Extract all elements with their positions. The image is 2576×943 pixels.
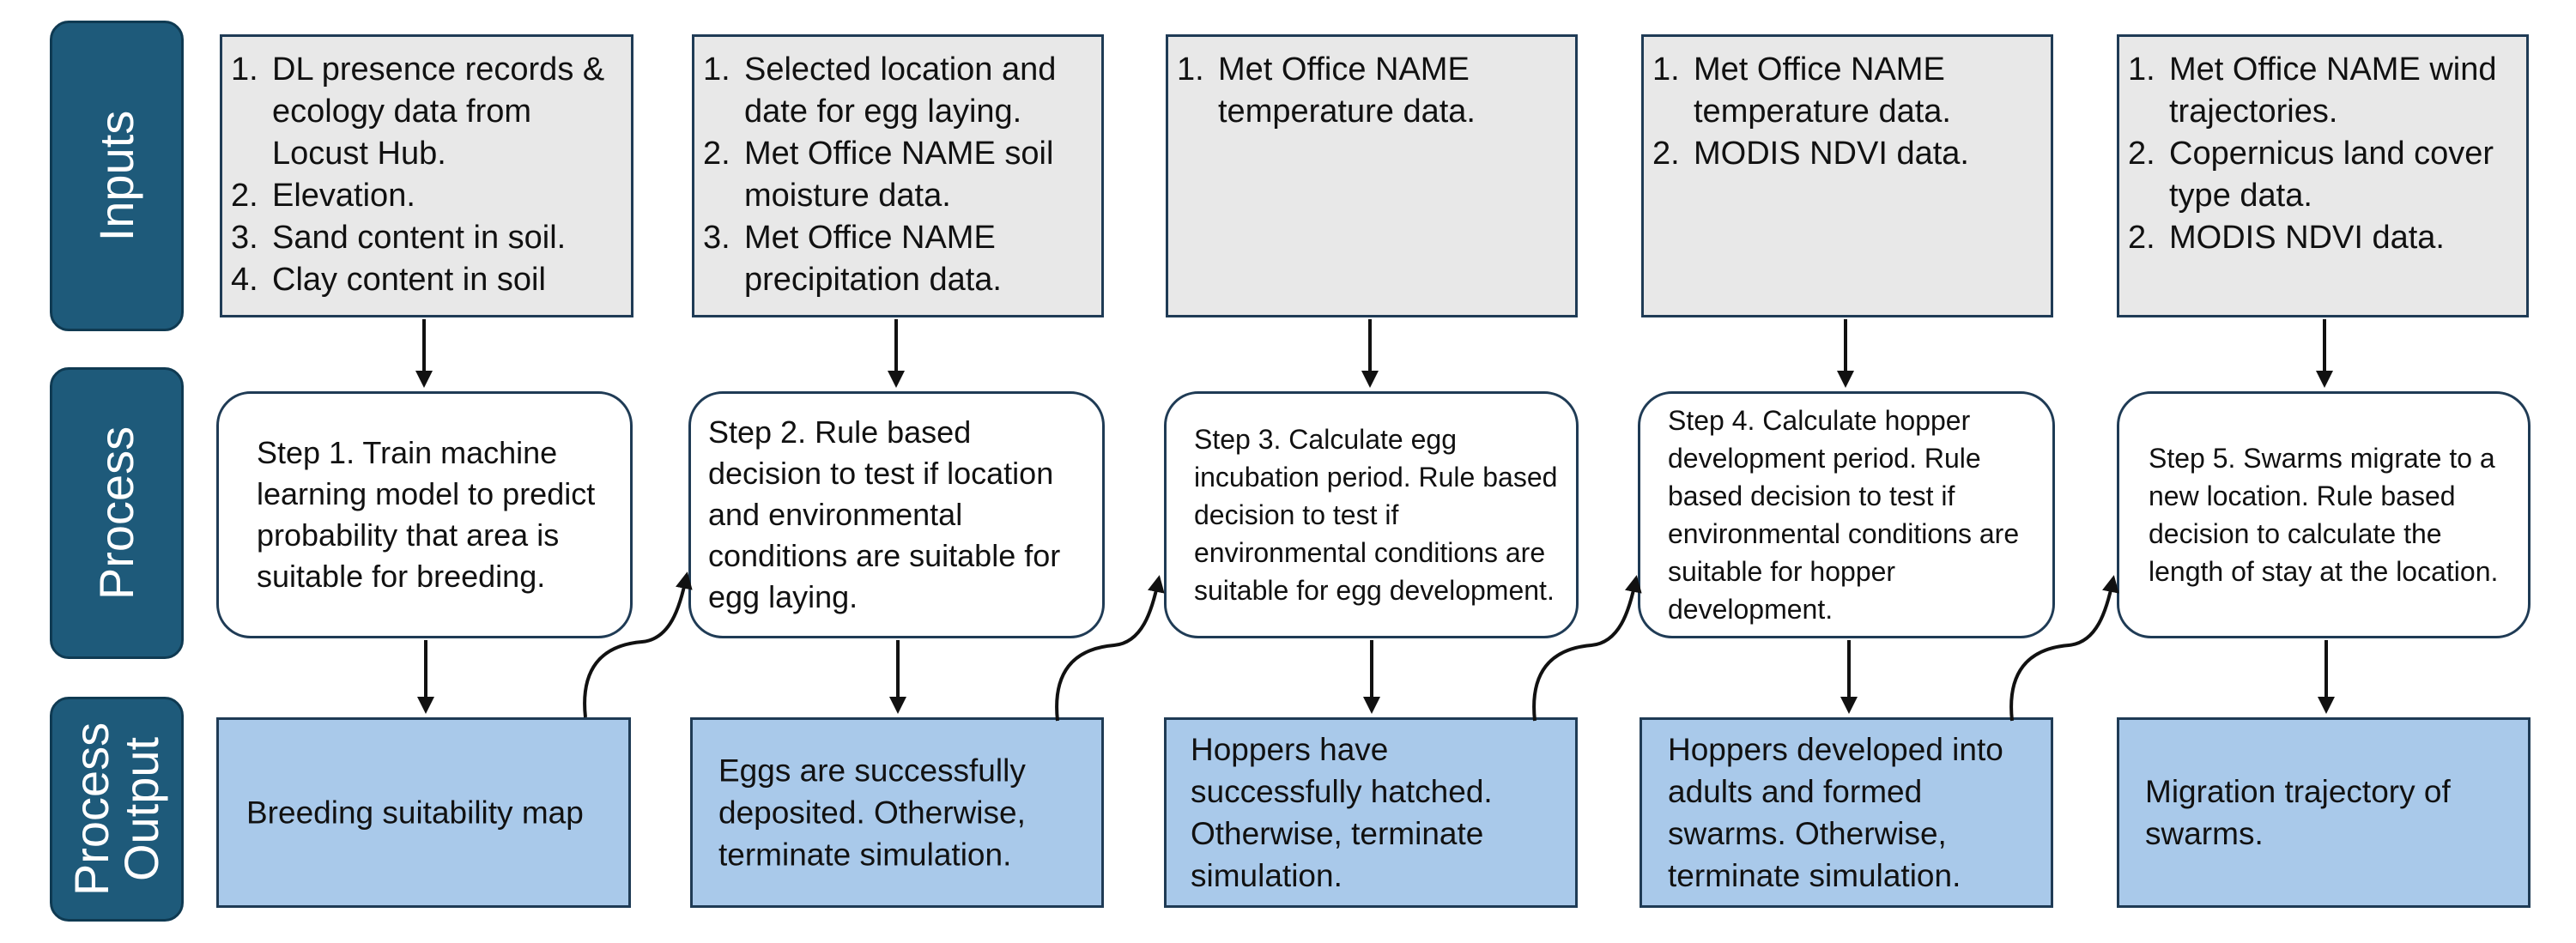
output-text-5: Migration trajectory of swarms. <box>2145 774 2451 851</box>
inputs-box-5: 1. Met Office NAME wind trajectories. 2. C… <box>2117 34 2529 317</box>
item-number: 2. <box>2128 136 2155 172</box>
item-number: 1. <box>1652 51 1680 88</box>
list-item: 3. Sand content in soil. <box>222 217 615 259</box>
list-item: 2. Elevation. <box>222 175 615 217</box>
list-item: 1. Met Office NAME temperature data. <box>1644 49 2035 133</box>
item-number: 1. <box>2128 51 2155 88</box>
output-text-1: Breeding suitability map <box>246 795 584 831</box>
inputs-list-4: 1. Met Office NAME temperature data. 2. MO… <box>1644 37 2051 175</box>
item-number: 4. <box>231 262 258 298</box>
item-number: 2. <box>2128 220 2155 256</box>
process-box-step-4: Step 4. Calculate hopper development per… <box>1638 391 2055 638</box>
output-box-4: Hoppers developed into adults and formed… <box>1640 717 2053 908</box>
inputs-box-3: 1. Met Office NAME temperature data. <box>1166 34 1578 317</box>
process-text-3: Step 3. Calculate egg incubation period.… <box>1194 424 1558 606</box>
row-label-process: Process <box>50 367 184 659</box>
item-number: 2. <box>703 136 730 172</box>
output-box-3: Hoppers have successfully hatched. Other… <box>1164 717 1578 908</box>
row-label-process-text: Process <box>89 426 143 601</box>
process-text-4: Step 4. Calculate hopper development per… <box>1668 405 2020 625</box>
item-text: Selected location and date for egg layin… <box>744 51 1057 130</box>
list-item: 2. Copernicus land cover type data. <box>2119 133 2511 217</box>
row-label-output: Process Output <box>50 697 184 922</box>
output-text-3: Hoppers have successfully hatched. Other… <box>1191 732 1493 893</box>
process-box-step-5: Step 5. Swarms migrate to a new location… <box>2117 391 2531 638</box>
inputs-list-1: 1. DL presence records & ecology data fro… <box>222 37 631 301</box>
inputs-box-2: 1. Selected location and date for egg lay… <box>692 34 1104 317</box>
list-item: 1. Met Office NAME wind trajectories. <box>2119 49 2511 133</box>
item-number: 3. <box>231 220 258 256</box>
list-item: 1. Selected location and date for egg lay… <box>694 49 1086 133</box>
process-text-1: Step 1. Train machine learning model to … <box>257 435 596 594</box>
process-text-2: Step 2. Rule based decision to test if l… <box>708 414 1061 614</box>
item-text: Met Office NAME soil moisture data. <box>744 136 1054 214</box>
item-text: Met Office NAME temperature data. <box>1218 51 1476 130</box>
item-text: Clay content in soil <box>272 262 546 298</box>
inputs-box-4: 1. Met Office NAME temperature data. 2. MO… <box>1641 34 2053 317</box>
process-box-step-2: Step 2. Rule based decision to test if l… <box>688 391 1105 638</box>
item-number: 2. <box>231 178 258 214</box>
item-text: Met Office NAME precipitation data. <box>744 220 1002 298</box>
item-number: 2. <box>1652 136 1680 172</box>
list-item: 2. Met Office NAME soil moisture data. <box>694 133 1086 217</box>
item-text: Sand content in soil. <box>272 220 567 256</box>
list-item: 3. Met Office NAME precipitation data. <box>694 217 1086 301</box>
inputs-box-1: 1. DL presence records & ecology data fro… <box>220 34 633 317</box>
process-text-5: Step 5. Swarms migrate to a new location… <box>2149 443 2499 587</box>
inputs-list-5: 1. Met Office NAME wind trajectories. 2. C… <box>2119 37 2526 259</box>
list-item: 1. Met Office NAME temperature data. <box>1168 49 1560 133</box>
output-text-2: Eggs are successfully deposited. Otherwi… <box>718 753 1026 873</box>
item-text: MODIS NDVI data. <box>2169 220 2445 256</box>
output-box-2: Eggs are successfully deposited. Otherwi… <box>690 717 1104 908</box>
row-label-inputs: Inputs <box>50 21 184 331</box>
item-text: MODIS NDVI data. <box>1694 136 1969 172</box>
output-box-1: Breeding suitability map <box>216 717 631 908</box>
output-box-5: Migration trajectory of swarms. <box>2117 717 2531 908</box>
row-label-inputs-text: Inputs <box>89 110 143 242</box>
item-number: 1. <box>703 51 730 88</box>
inputs-list-3: 1. Met Office NAME temperature data. <box>1168 37 1575 133</box>
item-number: 1. <box>231 51 258 88</box>
item-text: Met Office NAME wind trajectories. <box>2169 51 2497 130</box>
item-number: 1. <box>1177 51 1204 88</box>
process-box-step-3: Step 3. Calculate egg incubation period.… <box>1164 391 1579 638</box>
inputs-list-2: 1. Selected location and date for egg lay… <box>694 37 1101 301</box>
list-item: 1. DL presence records & ecology data fro… <box>222 49 615 175</box>
output-text-4: Hoppers developed into adults and formed… <box>1668 732 2003 893</box>
item-text: Met Office NAME temperature data. <box>1694 51 1951 130</box>
item-number: 3. <box>703 220 730 256</box>
list-item: 4. Clay content in soil <box>222 259 615 301</box>
list-item: 2. MODIS NDVI data. <box>1644 133 2035 175</box>
list-item: 2. MODIS NDVI data. <box>2119 217 2511 259</box>
item-text: Elevation. <box>272 178 415 214</box>
process-box-step-1: Step 1. Train machine learning model to … <box>216 391 633 638</box>
item-text: DL presence records & ecology data from … <box>272 51 605 172</box>
item-text: Copernicus land cover type data. <box>2169 136 2494 214</box>
row-label-output-text: Process Output <box>64 722 168 897</box>
